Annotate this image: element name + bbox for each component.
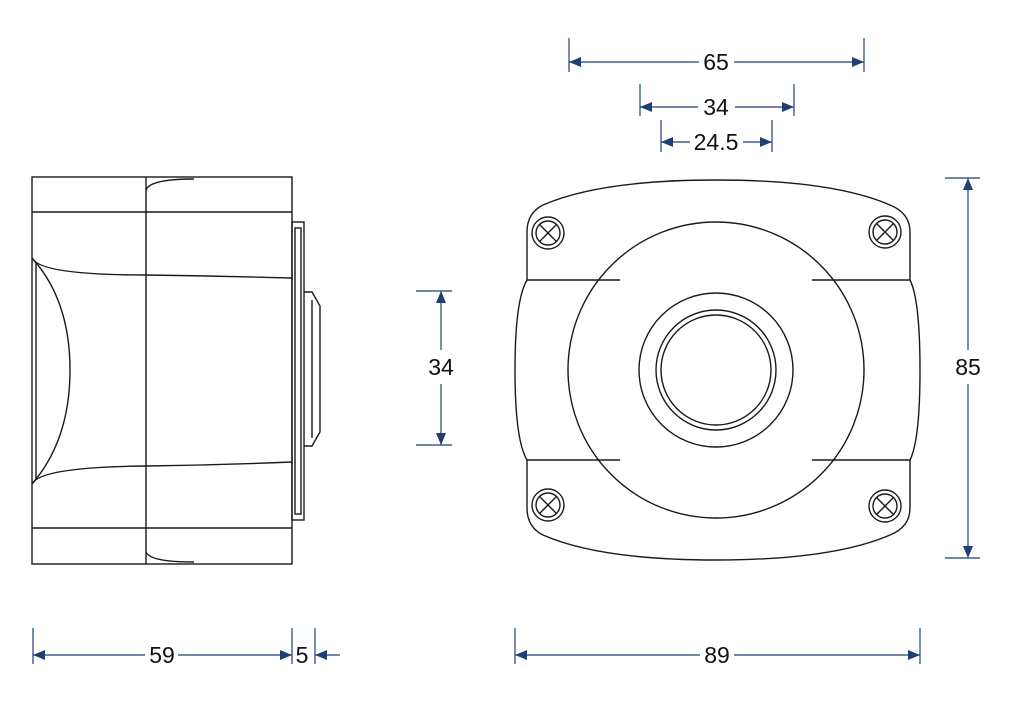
dimensions (32, 38, 980, 664)
front-view (514, 179, 921, 561)
dim-label-center-height: 34 (428, 354, 454, 380)
front-lens-inner (660, 314, 772, 426)
cross-screw-icon (868, 489, 902, 523)
side-lens-barrel (304, 291, 321, 447)
side-seam-round-top (145, 178, 195, 191)
side-view (31, 176, 321, 565)
dim-label-flange-width: 5 (296, 642, 309, 668)
dim-label-ring-diameter: 34 (703, 94, 729, 120)
side-mid-upper (31, 257, 293, 279)
cross-screw-icon (531, 488, 565, 522)
dim-label-body-width: 59 (149, 642, 175, 668)
dim-label-lens-diameter: 24.5 (694, 129, 739, 155)
side-seam-round-bottom (145, 551, 195, 563)
dim-label-mount-spacing: 65 (703, 49, 729, 75)
dim-label-total-width: 89 (704, 642, 730, 668)
side-body-outline (31, 176, 293, 565)
side-flange-inner (294, 227, 302, 515)
side-flange-outer (291, 221, 305, 521)
dim-label-total-height: 85 (955, 354, 981, 380)
cross-screw-icon (531, 216, 565, 250)
side-left-curve (31, 257, 71, 485)
front-dome (567, 221, 865, 519)
front-housing-outline (514, 179, 921, 561)
front-ring (638, 292, 794, 448)
side-mid-lower (31, 461, 293, 485)
cross-screw-icon (868, 215, 902, 249)
front-lens-outer (655, 309, 777, 431)
